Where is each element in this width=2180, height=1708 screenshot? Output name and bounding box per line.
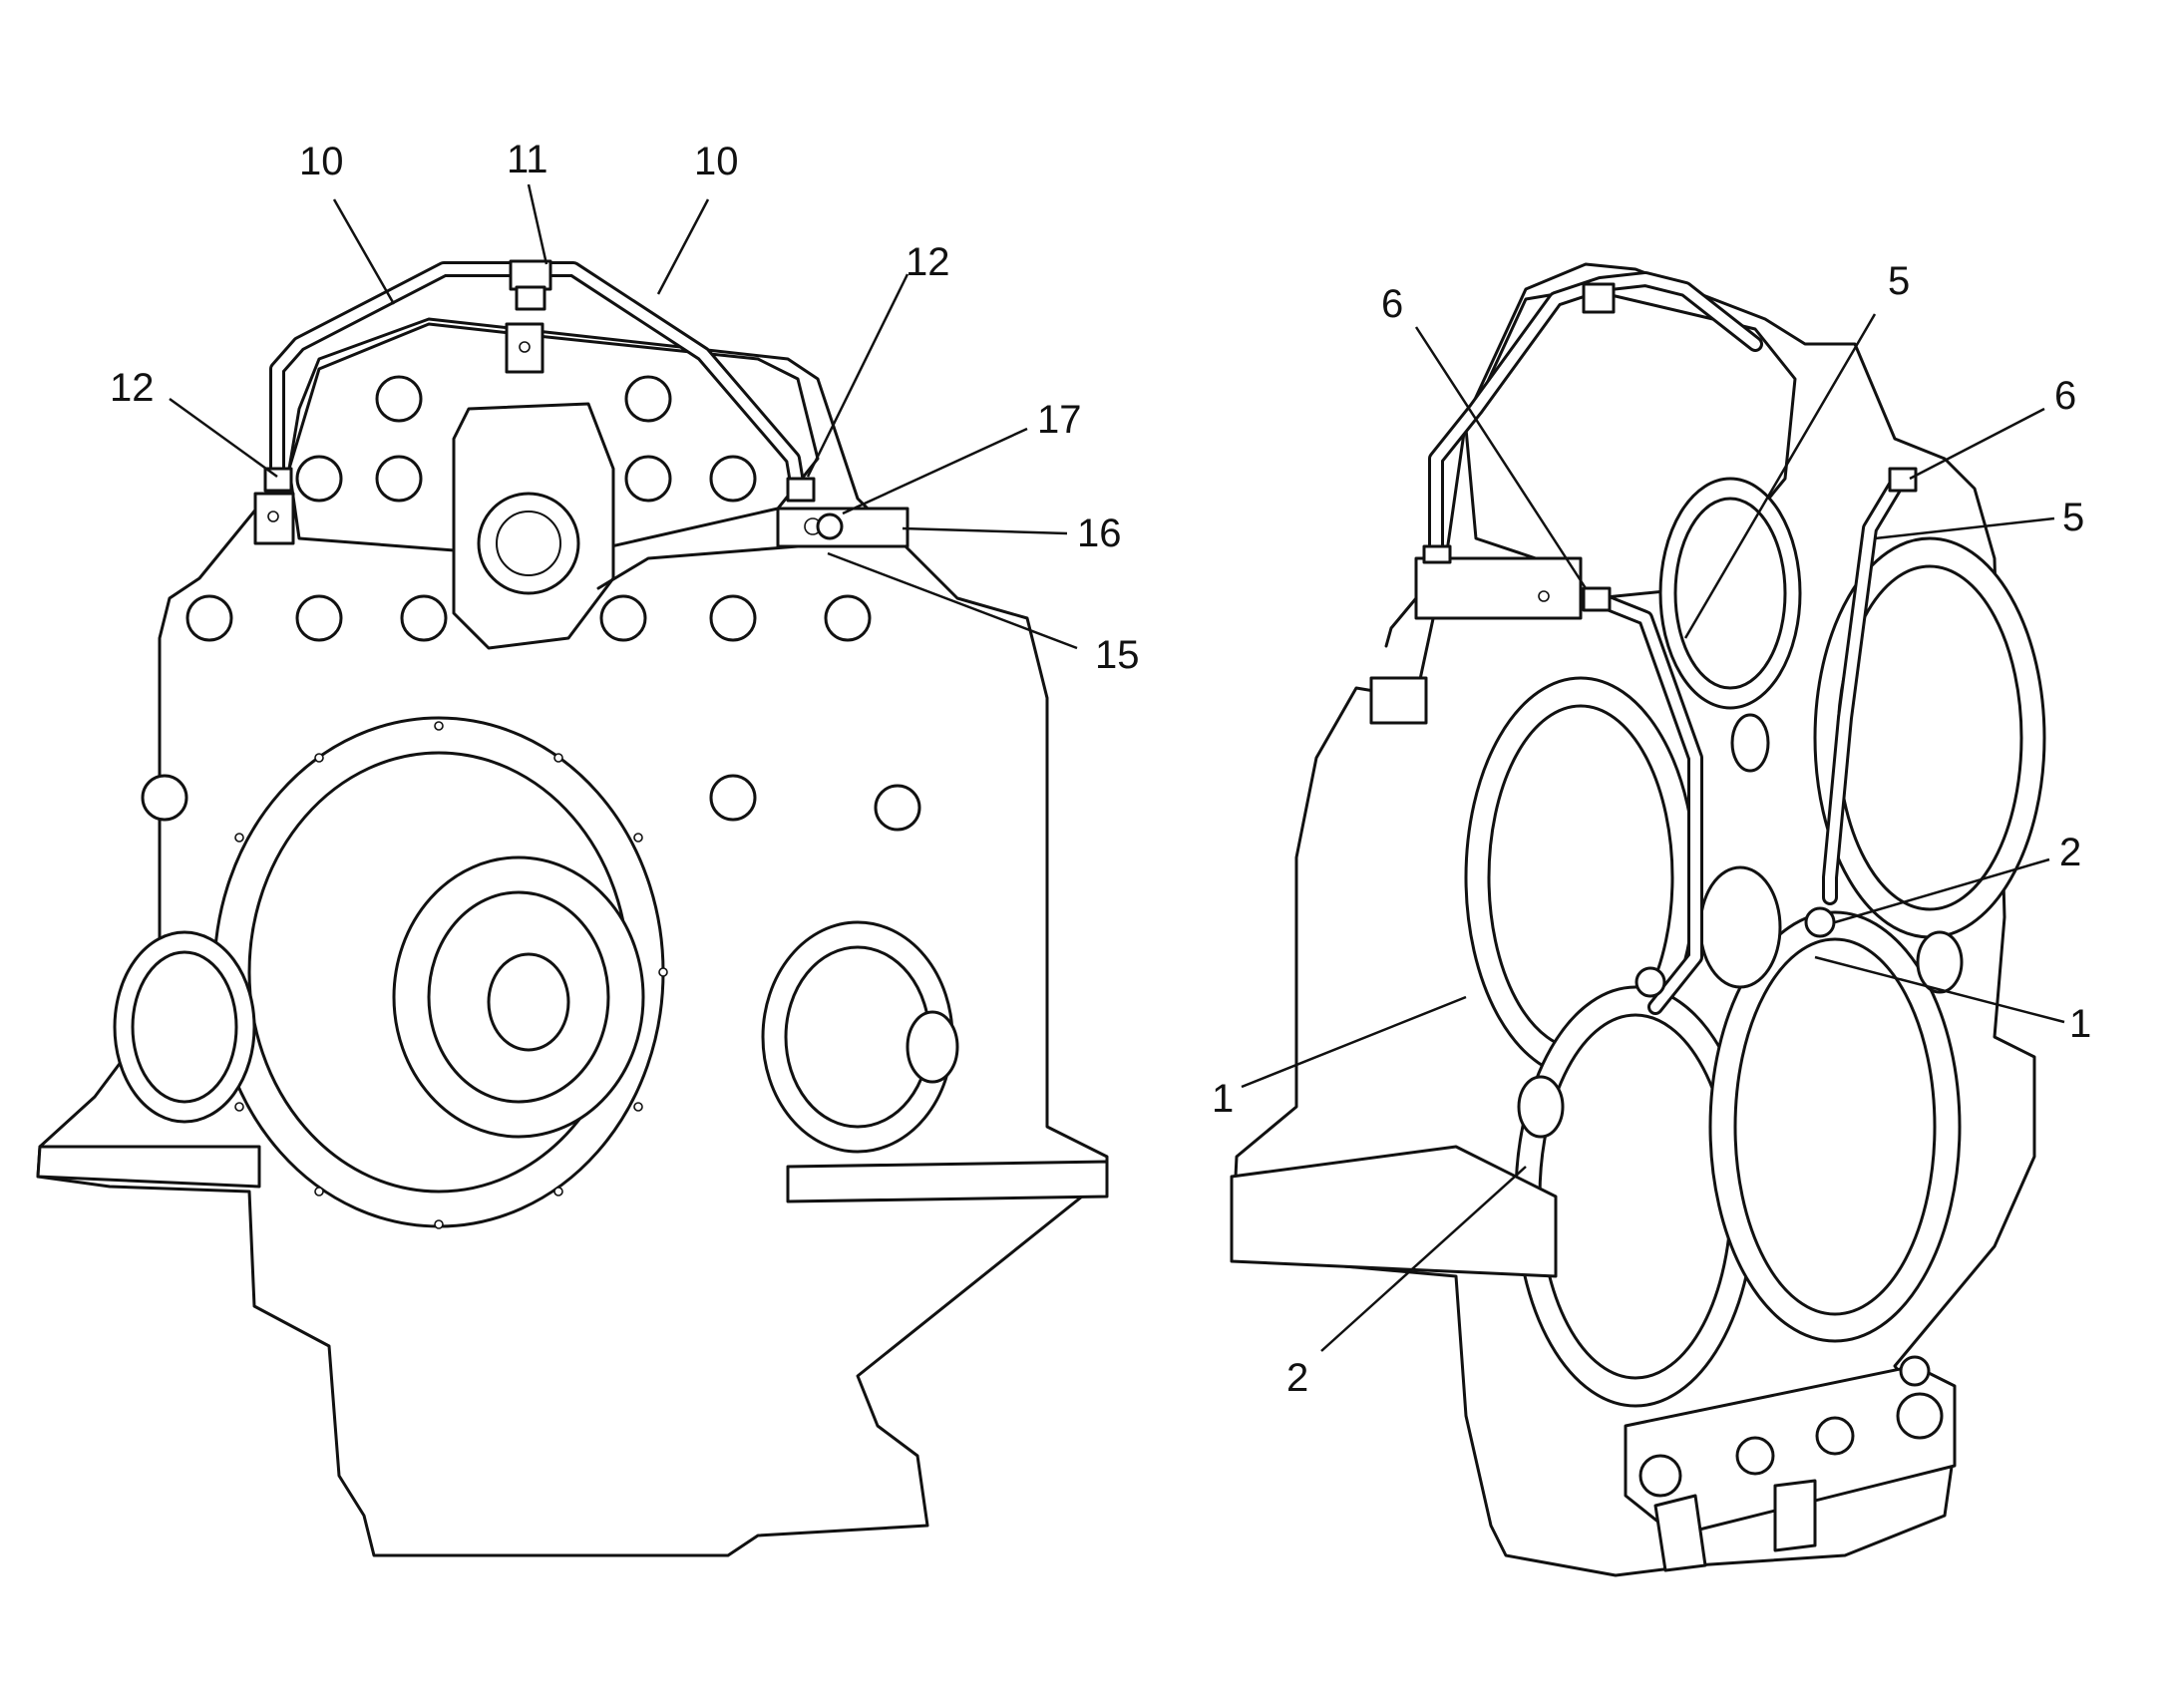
left-hub-ring (427, 890, 610, 1104)
left-line-15 (596, 544, 800, 590)
leader-10a (332, 198, 396, 305)
left-plugs (141, 375, 921, 832)
leader-16 (902, 526, 1068, 535)
right-rail-bores (1638, 1355, 1944, 1498)
leader-5b (1874, 516, 2055, 540)
left-flange-bolts (209, 721, 668, 1229)
callout-labels: 10 11 10 12 12 17 16 15 6 5 6 5 2 1 1 2 (110, 138, 2091, 1400)
left-tee-11 (509, 259, 552, 291)
callout-17: 17 (1037, 398, 1082, 442)
leader-6a (1414, 326, 1588, 589)
right-housing-view (1230, 262, 2046, 1577)
leader-1b (1814, 955, 2065, 1024)
leader-2b (1320, 1166, 1527, 1352)
callout-15: 15 (1095, 633, 1140, 677)
callout-1a: 1 (1212, 1077, 1234, 1121)
left-hub-bore (487, 952, 570, 1052)
callout-6b: 6 (2054, 374, 2076, 418)
leader-11 (527, 183, 548, 265)
leader-lines (169, 183, 2065, 1352)
left-bracket-top (505, 322, 545, 374)
callout-2b: 2 (1286, 1356, 1308, 1400)
leader-5a (1683, 313, 1877, 639)
left-housing-view (36, 259, 1109, 1557)
leader-15 (827, 551, 1078, 650)
callout-10b: 10 (694, 140, 739, 183)
leader-12b (806, 273, 909, 478)
callout-12b: 12 (906, 240, 950, 284)
left-foot-left (36, 1145, 261, 1189)
right-fitting-6b (1888, 467, 1918, 493)
right-fitting-2b (1804, 906, 1836, 938)
callout-6a: 6 (1381, 282, 1403, 326)
callout-12a: 12 (110, 366, 155, 410)
callout-2a: 2 (2059, 831, 2081, 874)
right-fitting-6a (1582, 586, 1612, 612)
callout-1b: 1 (2069, 1002, 2091, 1046)
leader-10b (656, 198, 710, 295)
right-center-bore (1698, 865, 1782, 989)
right-bore-lower-right (1708, 910, 1962, 1343)
callout-11: 11 (507, 138, 548, 181)
leader-17 (842, 427, 1028, 515)
left-side-bore-left (113, 930, 256, 1124)
right-fitting-2a (1635, 966, 1666, 998)
left-foot-right (786, 1160, 1109, 1203)
leader-6b (1909, 407, 2045, 481)
leader-1a (1241, 995, 1467, 1089)
callout-5b: 5 (2062, 496, 2084, 539)
left-access-bore-inner (496, 511, 561, 576)
left-fitting-12b (786, 477, 816, 503)
leader-2a (1834, 857, 2050, 924)
right-manifold-block (1414, 556, 1583, 620)
callout-16: 16 (1077, 512, 1122, 555)
right-tee-top (1582, 282, 1616, 314)
leader-12a (169, 397, 278, 479)
callout-5a: 5 (1888, 259, 1910, 303)
right-left-foot (1230, 1145, 1558, 1278)
left-fitting-17 (816, 512, 844, 540)
callout-10a: 10 (299, 140, 344, 183)
right-bore-top (1658, 477, 1802, 710)
left-access-bore (477, 492, 580, 595)
